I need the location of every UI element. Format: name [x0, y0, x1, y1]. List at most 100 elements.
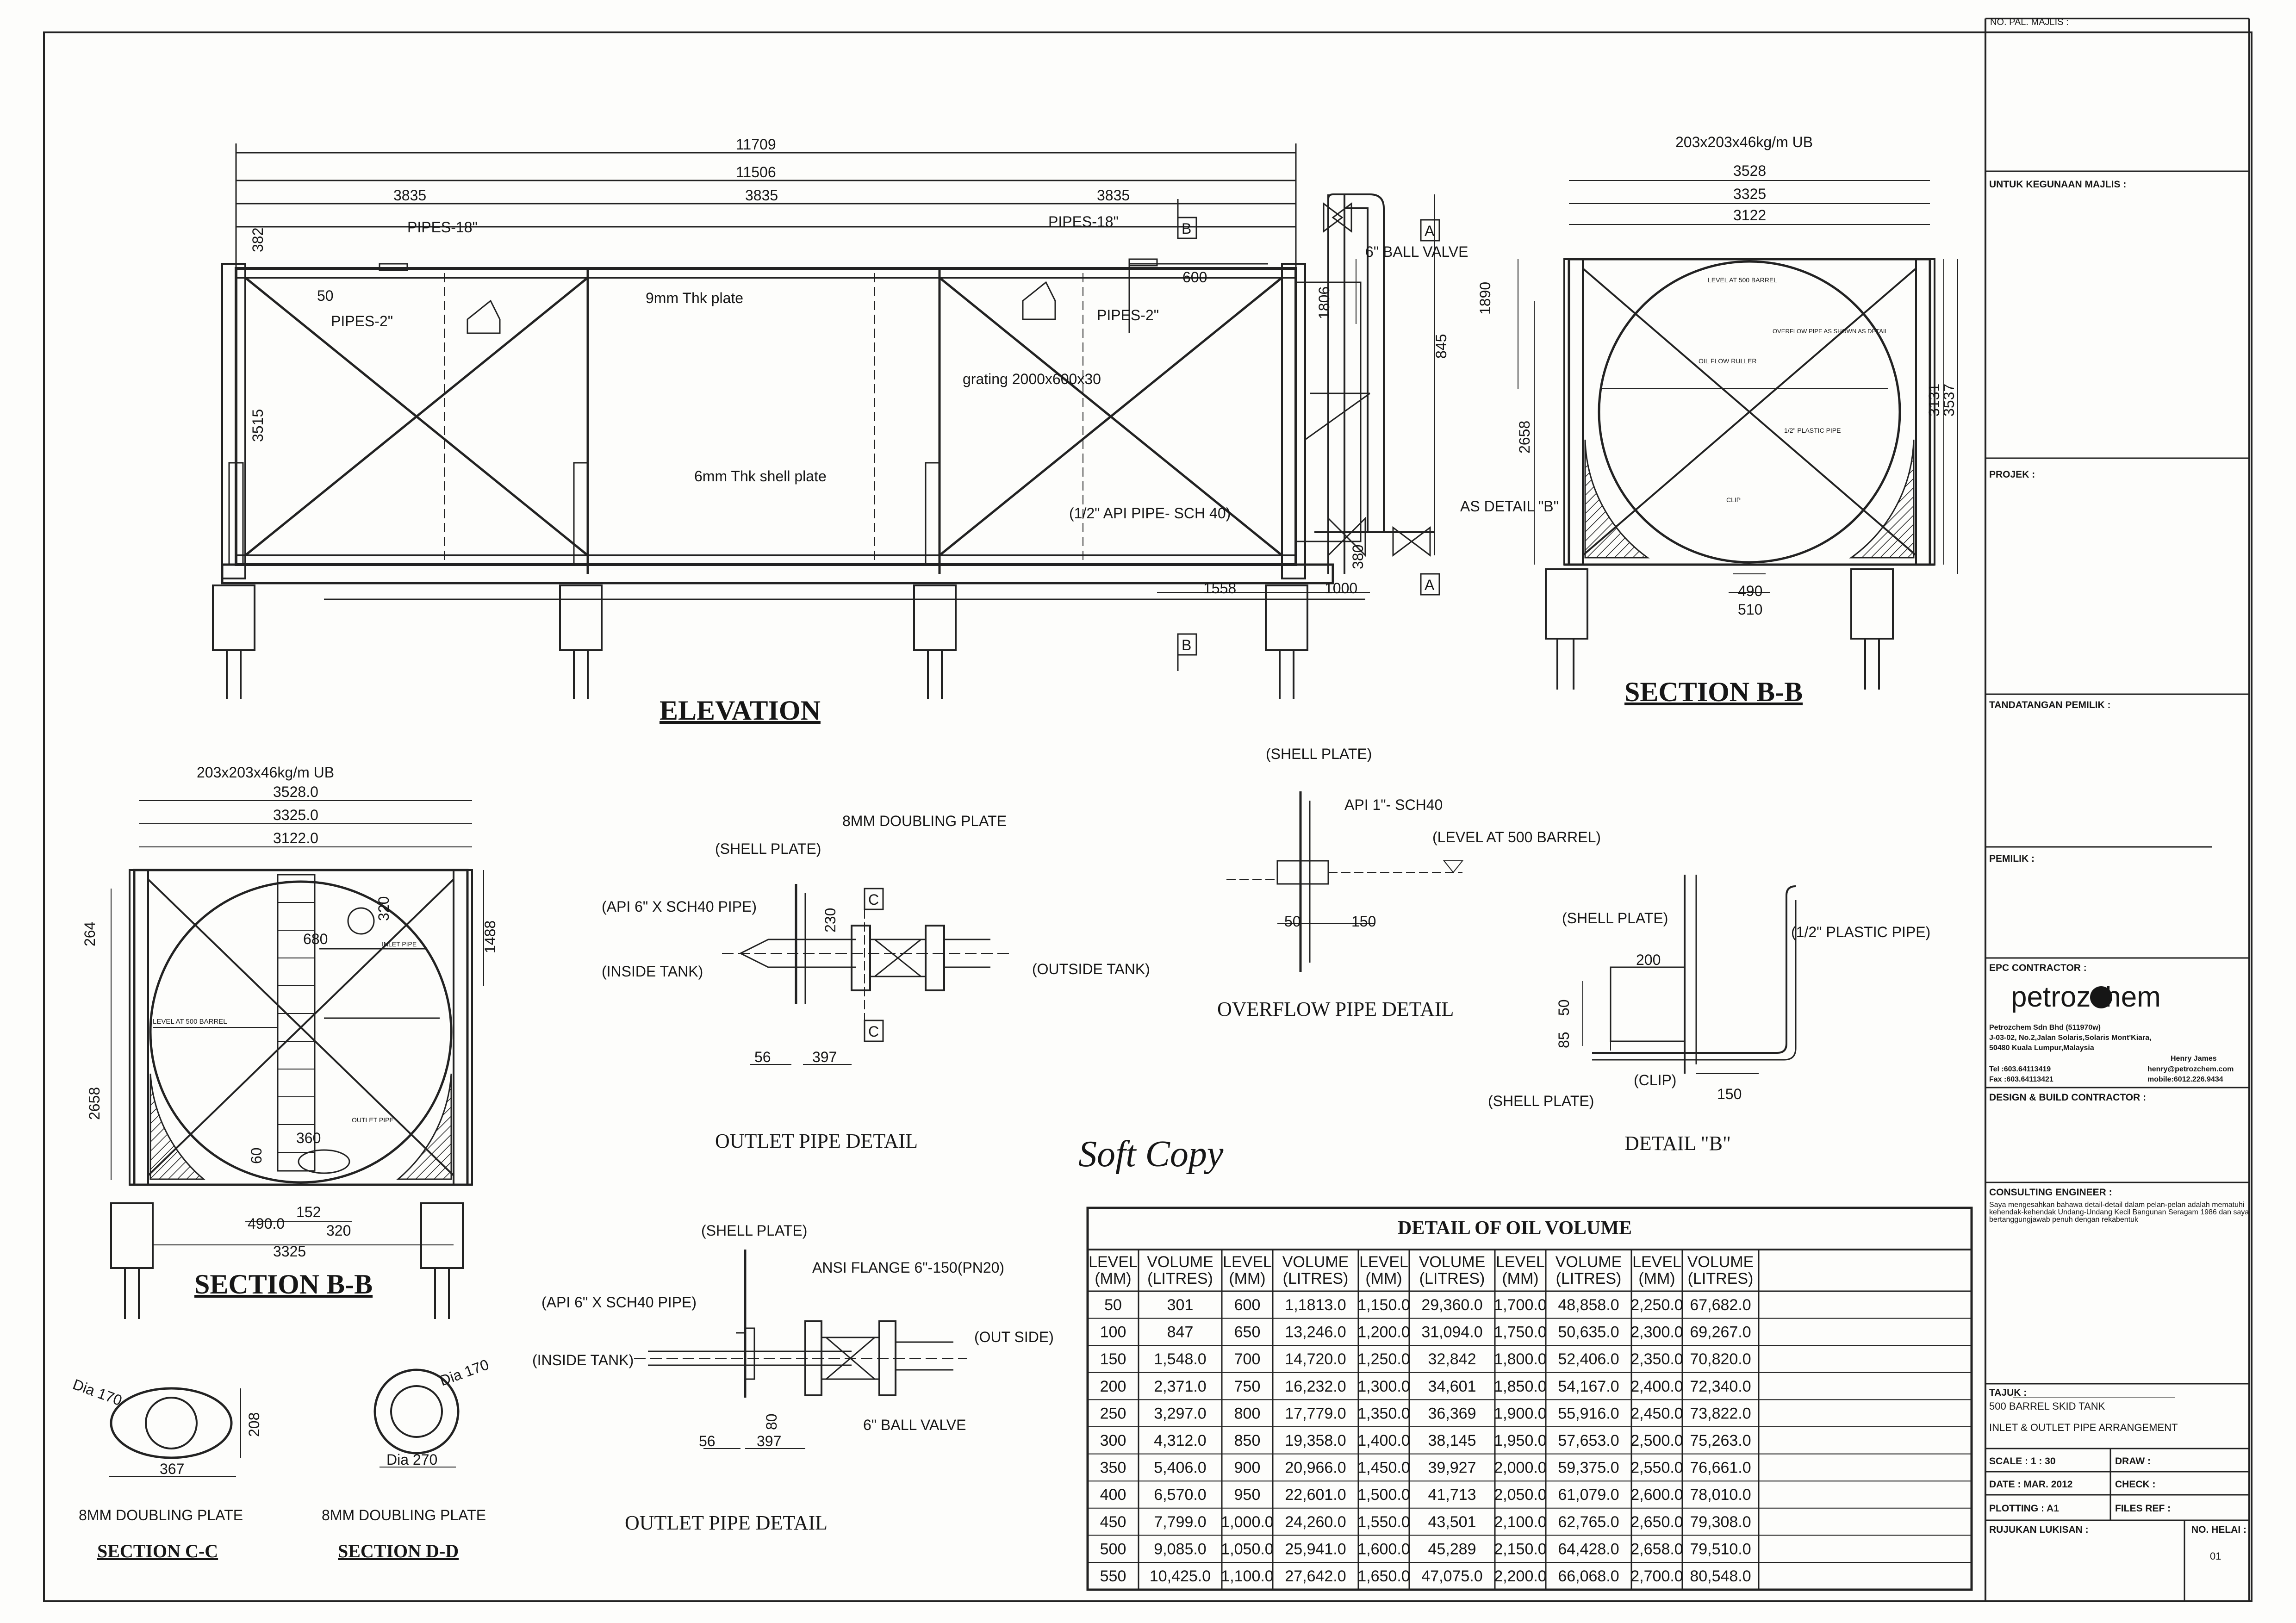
label-plastic-pipe-db: (1/2" PLASTIC PIPE) [1791, 924, 1930, 940]
table-cell: 59,375.0 [1558, 1459, 1619, 1477]
label-shell-plate-od2: (SHELL PLATE) [701, 1222, 807, 1239]
label-shell-plate-ov: (SHELL PLATE) [1266, 746, 1372, 762]
tb-fax: Fax :603.64113421 [1989, 1076, 2053, 1083]
dim-3528-top: 3528 [1733, 162, 1766, 179]
table-cell: 450 [1100, 1513, 1126, 1531]
dim-367-cc: 367 [160, 1461, 184, 1477]
label-ball-valve-od2: 6" BALL VALVE [863, 1417, 966, 1433]
elevation-labels: 11709 11506 3835 3835 3835 382 3515 50 6… [249, 136, 1559, 726]
label-inside-od1: (INSIDE TANK) [602, 963, 703, 980]
table-cell: 1,450.0 [1357, 1459, 1410, 1477]
section-marker-b-top: B [1182, 220, 1191, 237]
caption-cc: 8MM DOUBLING PLATE [79, 1507, 243, 1524]
table-header-cell: LEVEL [1359, 1253, 1408, 1271]
tb-engineer-note3: bertanggungjawab penuh dengan rekabentuk [1989, 1216, 2139, 1224]
section-bb-top-title: SECTION B-B [1624, 677, 1803, 707]
table-header-cell: (MM) [1365, 1270, 1402, 1287]
table-cell: 41,713 [1428, 1486, 1476, 1504]
label-pipes2-left: PIPES-2" [331, 313, 393, 330]
table-cell: 350 [1100, 1459, 1126, 1477]
table-cell: 2,658.0 [1630, 1540, 1683, 1558]
label-shell-plate-db2: (SHELL PLATE) [1488, 1093, 1594, 1109]
label-level-500-top: LEVEL AT 500 BARREL [1708, 276, 1777, 284]
table-cell: 64,428.0 [1558, 1540, 1619, 1558]
label-9mm-plate: 9mm Thk plate [646, 290, 743, 306]
tb-tajuk: TAJUK : [1989, 1387, 2027, 1398]
table-cell: 19,358.0 [1285, 1432, 1346, 1449]
table-cell: 1,700.0 [1494, 1296, 1546, 1314]
detail-b-title: DETAIL "B" [1624, 1132, 1731, 1155]
table-cell: 2,000.0 [1494, 1459, 1546, 1477]
overflow-detail-labels: (SHELL PLATE) API 1"- SCH40 (LEVEL AT 50… [1217, 746, 1601, 1020]
label-pipes18-right: PIPES-18" [1048, 213, 1119, 230]
tb-no-helai: NO. HELAI : [2191, 1524, 2246, 1535]
sheet-ref-label: NO. PAL. MAJLIS : [1990, 17, 2069, 27]
dim-dia170-cc: Dia 170 [71, 1376, 124, 1409]
dim-3122-top: 3122 [1733, 207, 1766, 224]
table-cell: 700 [1234, 1350, 1261, 1368]
label-ansi-flange: ANSI FLANGE 6"-150(PN20) [812, 1259, 1004, 1276]
table-cell: 1,300.0 [1357, 1378, 1410, 1395]
table-cell: 17,779.0 [1285, 1405, 1346, 1422]
table-cell: 3,297.0 [1154, 1405, 1206, 1422]
label-level-500-ov: (LEVEL AT 500 BARREL) [1432, 829, 1601, 846]
dim-3325-top: 3325 [1733, 186, 1766, 202]
table-cell: 29,360.0 [1421, 1296, 1482, 1314]
dim-80-od2: 80 [763, 1413, 780, 1430]
dim-150-ov: 150 [1351, 913, 1376, 930]
table-cell: 45,289 [1428, 1540, 1476, 1558]
table-cell: 57,653.0 [1558, 1432, 1619, 1449]
label-clip-top: CLIP [1726, 496, 1741, 504]
tb-rujukan: RUJUKAN LUKISAN : [1989, 1524, 2089, 1535]
caption-dd: 8MM DOUBLING PLATE [322, 1507, 486, 1524]
table-cell: 1,548.0 [1154, 1350, 1206, 1368]
table-cell: 67,682.0 [1690, 1296, 1751, 1314]
table-cell: 2,550.0 [1630, 1459, 1683, 1477]
tb-engineer: CONSULTING ENGINEER : [1989, 1187, 2112, 1198]
table-cell: 54,167.0 [1558, 1378, 1619, 1395]
label-inlet-pipe: INLET PIPE [382, 940, 417, 948]
table-cell: 16,232.0 [1285, 1378, 1346, 1395]
tb-purpose: UNTUK KEGUNAAN MAJLIS : [1989, 179, 2126, 190]
outlet-detail-2-labels: (SHELL PLATE) ANSI FLANGE 6"-150(PN20) (… [532, 1222, 1054, 1534]
section-bb-top-labels: 203x203x46kg/m UB 3528 3325 3122 2658 31… [1516, 134, 1957, 707]
dim-230-od1: 230 [822, 908, 839, 933]
label-as-detail-b: AS DETAIL "B" [1460, 498, 1559, 515]
tb-files: FILES REF : [2115, 1503, 2171, 1514]
detail-b-view [1582, 875, 1797, 1074]
table-cell: 750 [1234, 1378, 1261, 1395]
section-dd-title: SECTION D-D [338, 1541, 459, 1561]
table-cell: 70,820.0 [1690, 1350, 1751, 1368]
table-cell: 36,369 [1428, 1405, 1476, 1422]
tb-owner-sign: TANDATANGAN PEMILIK : [1989, 700, 2110, 710]
table-cell: 38,145 [1428, 1432, 1476, 1449]
table-cell: 5,406.0 [1154, 1459, 1206, 1477]
dim-11506: 11506 [736, 164, 776, 180]
table-cell: 2,400.0 [1630, 1378, 1683, 1395]
table-header-cell: LEVEL [1632, 1253, 1681, 1271]
table-cell: 9,085.0 [1154, 1540, 1206, 1558]
table-cell: 34,601 [1428, 1378, 1476, 1395]
tb-engineer-note2: kehendak-kehendak Undang-Undang Kecil Ba… [1989, 1208, 2249, 1216]
table-header-cell: VOLUME [1687, 1253, 1754, 1271]
label-clip-db: (CLIP) [1634, 1072, 1676, 1088]
label-pipes18-left: PIPES-18" [407, 219, 478, 236]
section-marker-a-bottom: A [1425, 577, 1435, 593]
section-bb-bottom-title: SECTION B-B [194, 1269, 373, 1300]
table-cell: 600 [1234, 1296, 1261, 1314]
label-inside-od2: (INSIDE TANK) [532, 1352, 634, 1368]
label-outside-od1: (OUTSIDE TANK) [1032, 961, 1150, 977]
elevation-view [212, 143, 1518, 699]
tb-engineer-note1: Saya mengesahkan bahawa detail-detail da… [1989, 1201, 2244, 1209]
table-cell: 1,400.0 [1357, 1432, 1410, 1449]
table-cell: 2,050.0 [1494, 1486, 1546, 1504]
table-header-cell: (MM) [1095, 1270, 1131, 1287]
dim-510-top: 510 [1738, 601, 1762, 618]
tb-mobile: mobile:6012.226.9434 [2147, 1076, 2223, 1083]
tb-contact-name: Henry James [2171, 1055, 2217, 1063]
table-cell: 1,650.0 [1357, 1567, 1410, 1585]
tb-title2: INLET & OUTLET PIPE ARRANGEMENT [1989, 1422, 2178, 1433]
table-cell: 78,010.0 [1690, 1486, 1751, 1504]
label-shell-plate-db1: (SHELL PLATE) [1562, 910, 1668, 927]
